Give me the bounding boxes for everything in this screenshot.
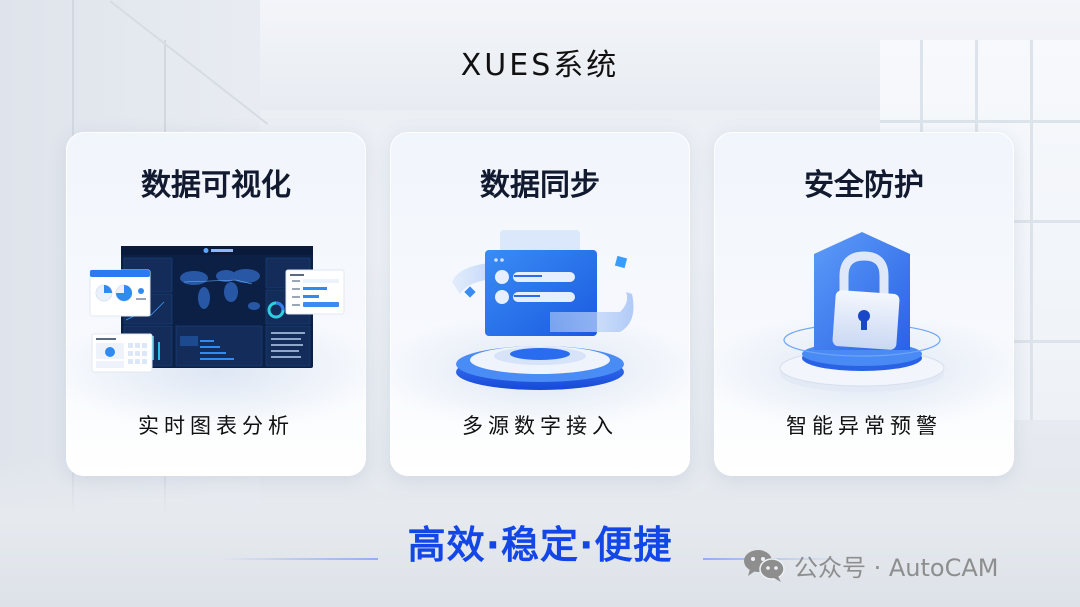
card-subtitle: 多源数字接入 (462, 414, 618, 438)
feature-card-visualization: 数据可视化 (46, 132, 386, 476)
card-title: 数据可视化 (141, 168, 291, 203)
feature-card-sync: 数据同步 (370, 132, 710, 476)
window-frame (1030, 40, 1033, 420)
card-title: 数据同步 (480, 168, 600, 203)
slogan-divider-left (220, 558, 378, 560)
window-frame (880, 120, 1080, 123)
floor (0, 457, 1080, 607)
padlock-shield-icon (714, 222, 1014, 402)
card-subtitle: 智能异常预警 (786, 414, 942, 438)
dashboard-screen-icon (66, 222, 366, 402)
data-sync-platform-icon (390, 222, 690, 402)
watermark: 公众号 · AutoCAM (742, 545, 999, 585)
feature-card-security: 安全防护 (694, 132, 1034, 476)
wechat-icon (742, 547, 786, 583)
card-subtitle: 实时图表分析 (138, 414, 294, 438)
watermark-text: 公众号 · AutoCAM (794, 553, 999, 582)
page-title: XUES系统 (460, 48, 620, 83)
slogan: 高效·稳定·便捷 (407, 523, 673, 567)
card-title: 安全防护 (804, 168, 924, 203)
